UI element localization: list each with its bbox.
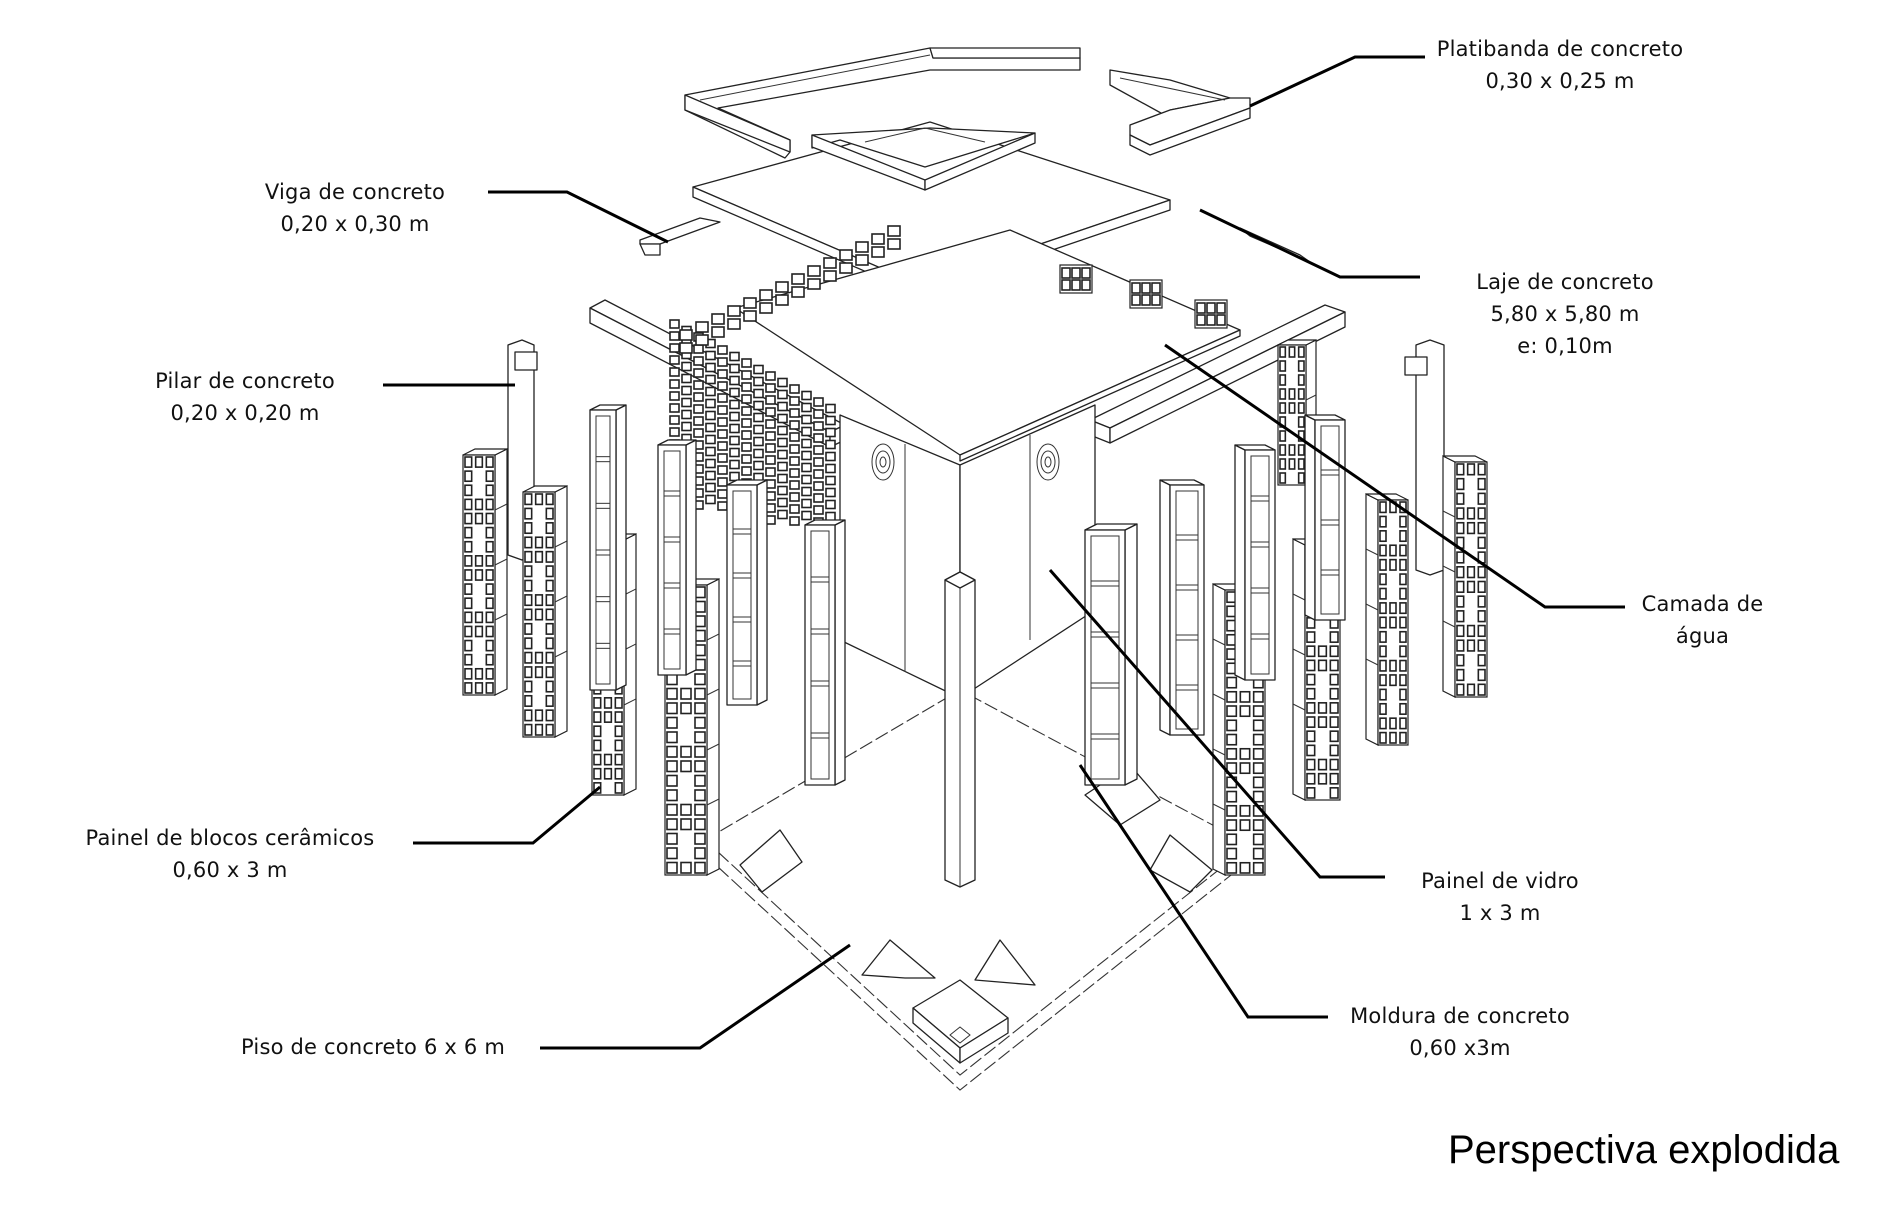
label-platibanda-dim: 0,30 x 0,25 m: [1485, 69, 1635, 93]
label-viga: Viga de concreto 0,20 x 0,30 m: [250, 176, 460, 240]
label-camada-name: Camada de: [1641, 592, 1764, 616]
leader-lines: [383, 55, 1625, 1050]
label-piso-name: Piso de concreto 6 x 6 m: [241, 1035, 505, 1059]
ceramic-block-panel: [522, 485, 568, 738]
label-painel-vidro-dim: 1 x 3 m: [1459, 901, 1541, 925]
concrete-frame: [1159, 479, 1205, 736]
leader-platibanda: [1249, 55, 1425, 108]
leader-viga: [488, 190, 669, 244]
label-painel-blocos-name: Painel de blocos cerâmicos: [85, 826, 375, 850]
pilar-column-center: [944, 571, 976, 888]
label-camada: Camada de água: [1615, 588, 1790, 652]
label-laje: Laje de concreto 5,80 x 5,80 m e: 0,10m: [1470, 266, 1660, 362]
label-painel-vidro-name: Painel de vidro: [1421, 869, 1579, 893]
upper-beam-ring: [811, 127, 1036, 191]
label-platibanda: Platibanda de concreto 0,30 x 0,25 m: [1425, 33, 1695, 97]
label-moldura-dim: 0,60 x3m: [1409, 1036, 1511, 1060]
concrete-frame: [657, 439, 697, 676]
glass-walls: [839, 404, 1096, 699]
concrete-frame: [589, 404, 627, 691]
leader-laje: [1199, 208, 1420, 279]
label-painel-vidro: Painel de vidro 1 x 3 m: [1400, 865, 1600, 929]
label-laje-thickness: e: 0,10m: [1517, 334, 1613, 358]
leader-painel-vidro: [1048, 569, 1385, 879]
concrete-frame: [1234, 444, 1276, 681]
label-piso: Piso de concreto 6 x 6 m: [218, 1031, 528, 1063]
concrete-frames: [589, 404, 1346, 786]
label-platibanda-name: Platibanda de concreto: [1436, 37, 1684, 61]
ceramic-block-panel: [1442, 455, 1488, 698]
label-viga-name: Viga de concreto: [264, 180, 446, 204]
concrete-frame: [1084, 523, 1138, 786]
label-viga-dim: 0,20 x 0,30 m: [280, 212, 430, 236]
label-laje-name: Laje de concreto: [1476, 270, 1654, 294]
ceramic-block-panel: [1365, 493, 1409, 746]
concrete-frame: [726, 479, 768, 706]
label-pilar-name: Pilar de concreto: [155, 369, 335, 393]
viga-beam-left: [639, 217, 721, 256]
label-laje-dim: 5,80 x 5,80 m: [1490, 302, 1640, 326]
leader-piso: [540, 943, 851, 1050]
concrete-frame: [804, 519, 846, 786]
pilar-column-right: [1404, 339, 1445, 576]
drawing-title: Perspectiva explodida: [1448, 1128, 1840, 1172]
label-moldura: Moldura de concreto 0,60 x3m: [1340, 1000, 1580, 1064]
camada-agua-layer: [734, 229, 1241, 462]
concrete-frame: [1304, 414, 1346, 621]
label-painel-blocos: Painel de blocos cerâmicos 0,60 x 3 m: [70, 822, 390, 886]
label-pilar-dim: 0,20 x 0,20 m: [170, 401, 320, 425]
label-camada-name2: água: [1675, 624, 1730, 648]
platibanda-parapet: [684, 47, 1251, 159]
leader-camada: [1164, 343, 1625, 609]
label-painel-blocos-dim: 0,60 x 3 m: [172, 858, 288, 882]
piso-floor: [704, 689, 1251, 1091]
ceramic-block-panel: [462, 448, 508, 696]
leader-moldura: [1078, 764, 1328, 1019]
leader-painel-blocos: [413, 785, 601, 845]
label-moldura-name: Moldura de concreto: [1350, 1004, 1570, 1028]
label-pilar: Pilar de concreto 0,20 x 0,20 m: [140, 365, 350, 429]
